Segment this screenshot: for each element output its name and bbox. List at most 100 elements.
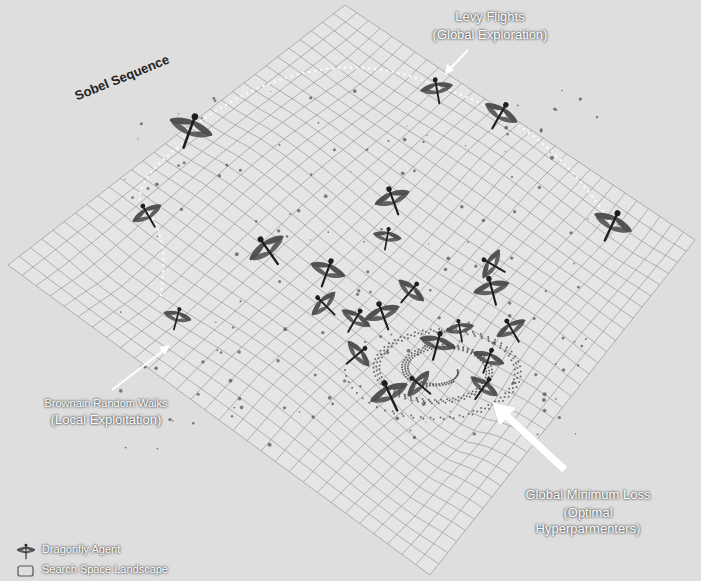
trail-dot (491, 368, 493, 370)
trail-dot (451, 401, 453, 403)
trail-dot (488, 373, 490, 375)
trail-dot (513, 357, 515, 359)
trail-dot (423, 400, 425, 402)
dragonfly-agent (461, 368, 504, 409)
speck (534, 373, 537, 376)
speck (413, 170, 416, 173)
speck (363, 241, 365, 243)
grid-line (98, 196, 501, 486)
speck (517, 104, 519, 106)
trail-dot (514, 373, 516, 375)
trail-dot (450, 380, 452, 382)
speck (321, 331, 324, 334)
trail-dot (404, 366, 406, 368)
speck (220, 351, 223, 354)
speck (555, 363, 557, 365)
dragonfly-agent (161, 105, 218, 155)
trail-dot (518, 381, 520, 383)
speck (511, 176, 513, 178)
trail-dot (431, 348, 433, 350)
trail-dot (356, 392, 358, 394)
speck (197, 393, 200, 396)
trail-dot (481, 335, 483, 337)
trail-dot (480, 411, 482, 413)
dragonfly-agent (304, 252, 350, 293)
grid-line (303, 170, 590, 483)
trail-dot (466, 395, 468, 397)
trail-dot (410, 359, 412, 361)
speck (364, 341, 366, 343)
trail-dot (407, 368, 409, 370)
speck (561, 90, 563, 92)
speck (450, 411, 451, 412)
grid-line (374, 209, 649, 534)
speck (357, 289, 360, 292)
trail-dot (519, 365, 521, 367)
speck (422, 402, 426, 406)
speck (226, 164, 229, 167)
trail-dot (443, 331, 445, 333)
speck (429, 289, 432, 292)
trail-dot (442, 400, 444, 402)
speck (180, 208, 183, 211)
trail-dot (494, 400, 496, 402)
grid-line (31, 248, 448, 553)
trail-dot (416, 353, 418, 355)
grid-line (154, 152, 545, 430)
speck (577, 286, 580, 289)
speck (212, 97, 215, 100)
trail-dot (498, 400, 500, 402)
speck (229, 379, 233, 383)
trail-dot (405, 361, 407, 363)
trail-dot (520, 370, 522, 372)
trail-dot (445, 384, 447, 386)
speck (425, 421, 426, 422)
trail-dot (393, 413, 395, 415)
trail-dot (397, 339, 399, 341)
trail-dot (520, 376, 522, 378)
grid-line (177, 99, 485, 389)
speck (176, 315, 177, 316)
trail-dot (488, 338, 490, 340)
grid-line (247, 138, 543, 441)
trail-dot (488, 369, 490, 371)
speck (218, 174, 221, 177)
trail-dot (441, 329, 443, 331)
trail-dot (491, 372, 493, 374)
trail-dot (459, 415, 461, 417)
trail-dot (380, 383, 382, 385)
trail-dot (467, 392, 469, 394)
dragonfly-agent (476, 93, 524, 138)
trail-dot (404, 394, 406, 396)
trail-dot (450, 382, 452, 384)
trail-dot (426, 386, 428, 388)
trail-dot (471, 351, 473, 353)
speck (353, 89, 357, 93)
speck (192, 422, 195, 425)
speck (233, 407, 235, 409)
speck (562, 336, 565, 339)
trail-dot (494, 343, 496, 345)
trail-dot (453, 381, 455, 383)
trail-dot (383, 346, 385, 348)
trail-dot (516, 367, 518, 369)
speck (422, 141, 424, 143)
trail-dot (429, 347, 431, 349)
trail-dot (403, 415, 405, 417)
trail-dot (462, 346, 464, 348)
speck (125, 447, 127, 449)
dragonfly-agent (370, 224, 404, 252)
speck (504, 126, 508, 130)
grid-line (19, 256, 439, 564)
trail-dot (376, 354, 378, 356)
trail-dot (468, 413, 470, 415)
trail-dot (484, 408, 486, 410)
trail-dot (378, 357, 380, 359)
trail-dot (470, 353, 472, 355)
speck (553, 107, 556, 110)
trail-dot (417, 332, 419, 334)
trail-dot (514, 355, 516, 357)
trail-dot (500, 396, 502, 398)
trail-dot (403, 337, 405, 339)
trail-dot (517, 372, 519, 374)
